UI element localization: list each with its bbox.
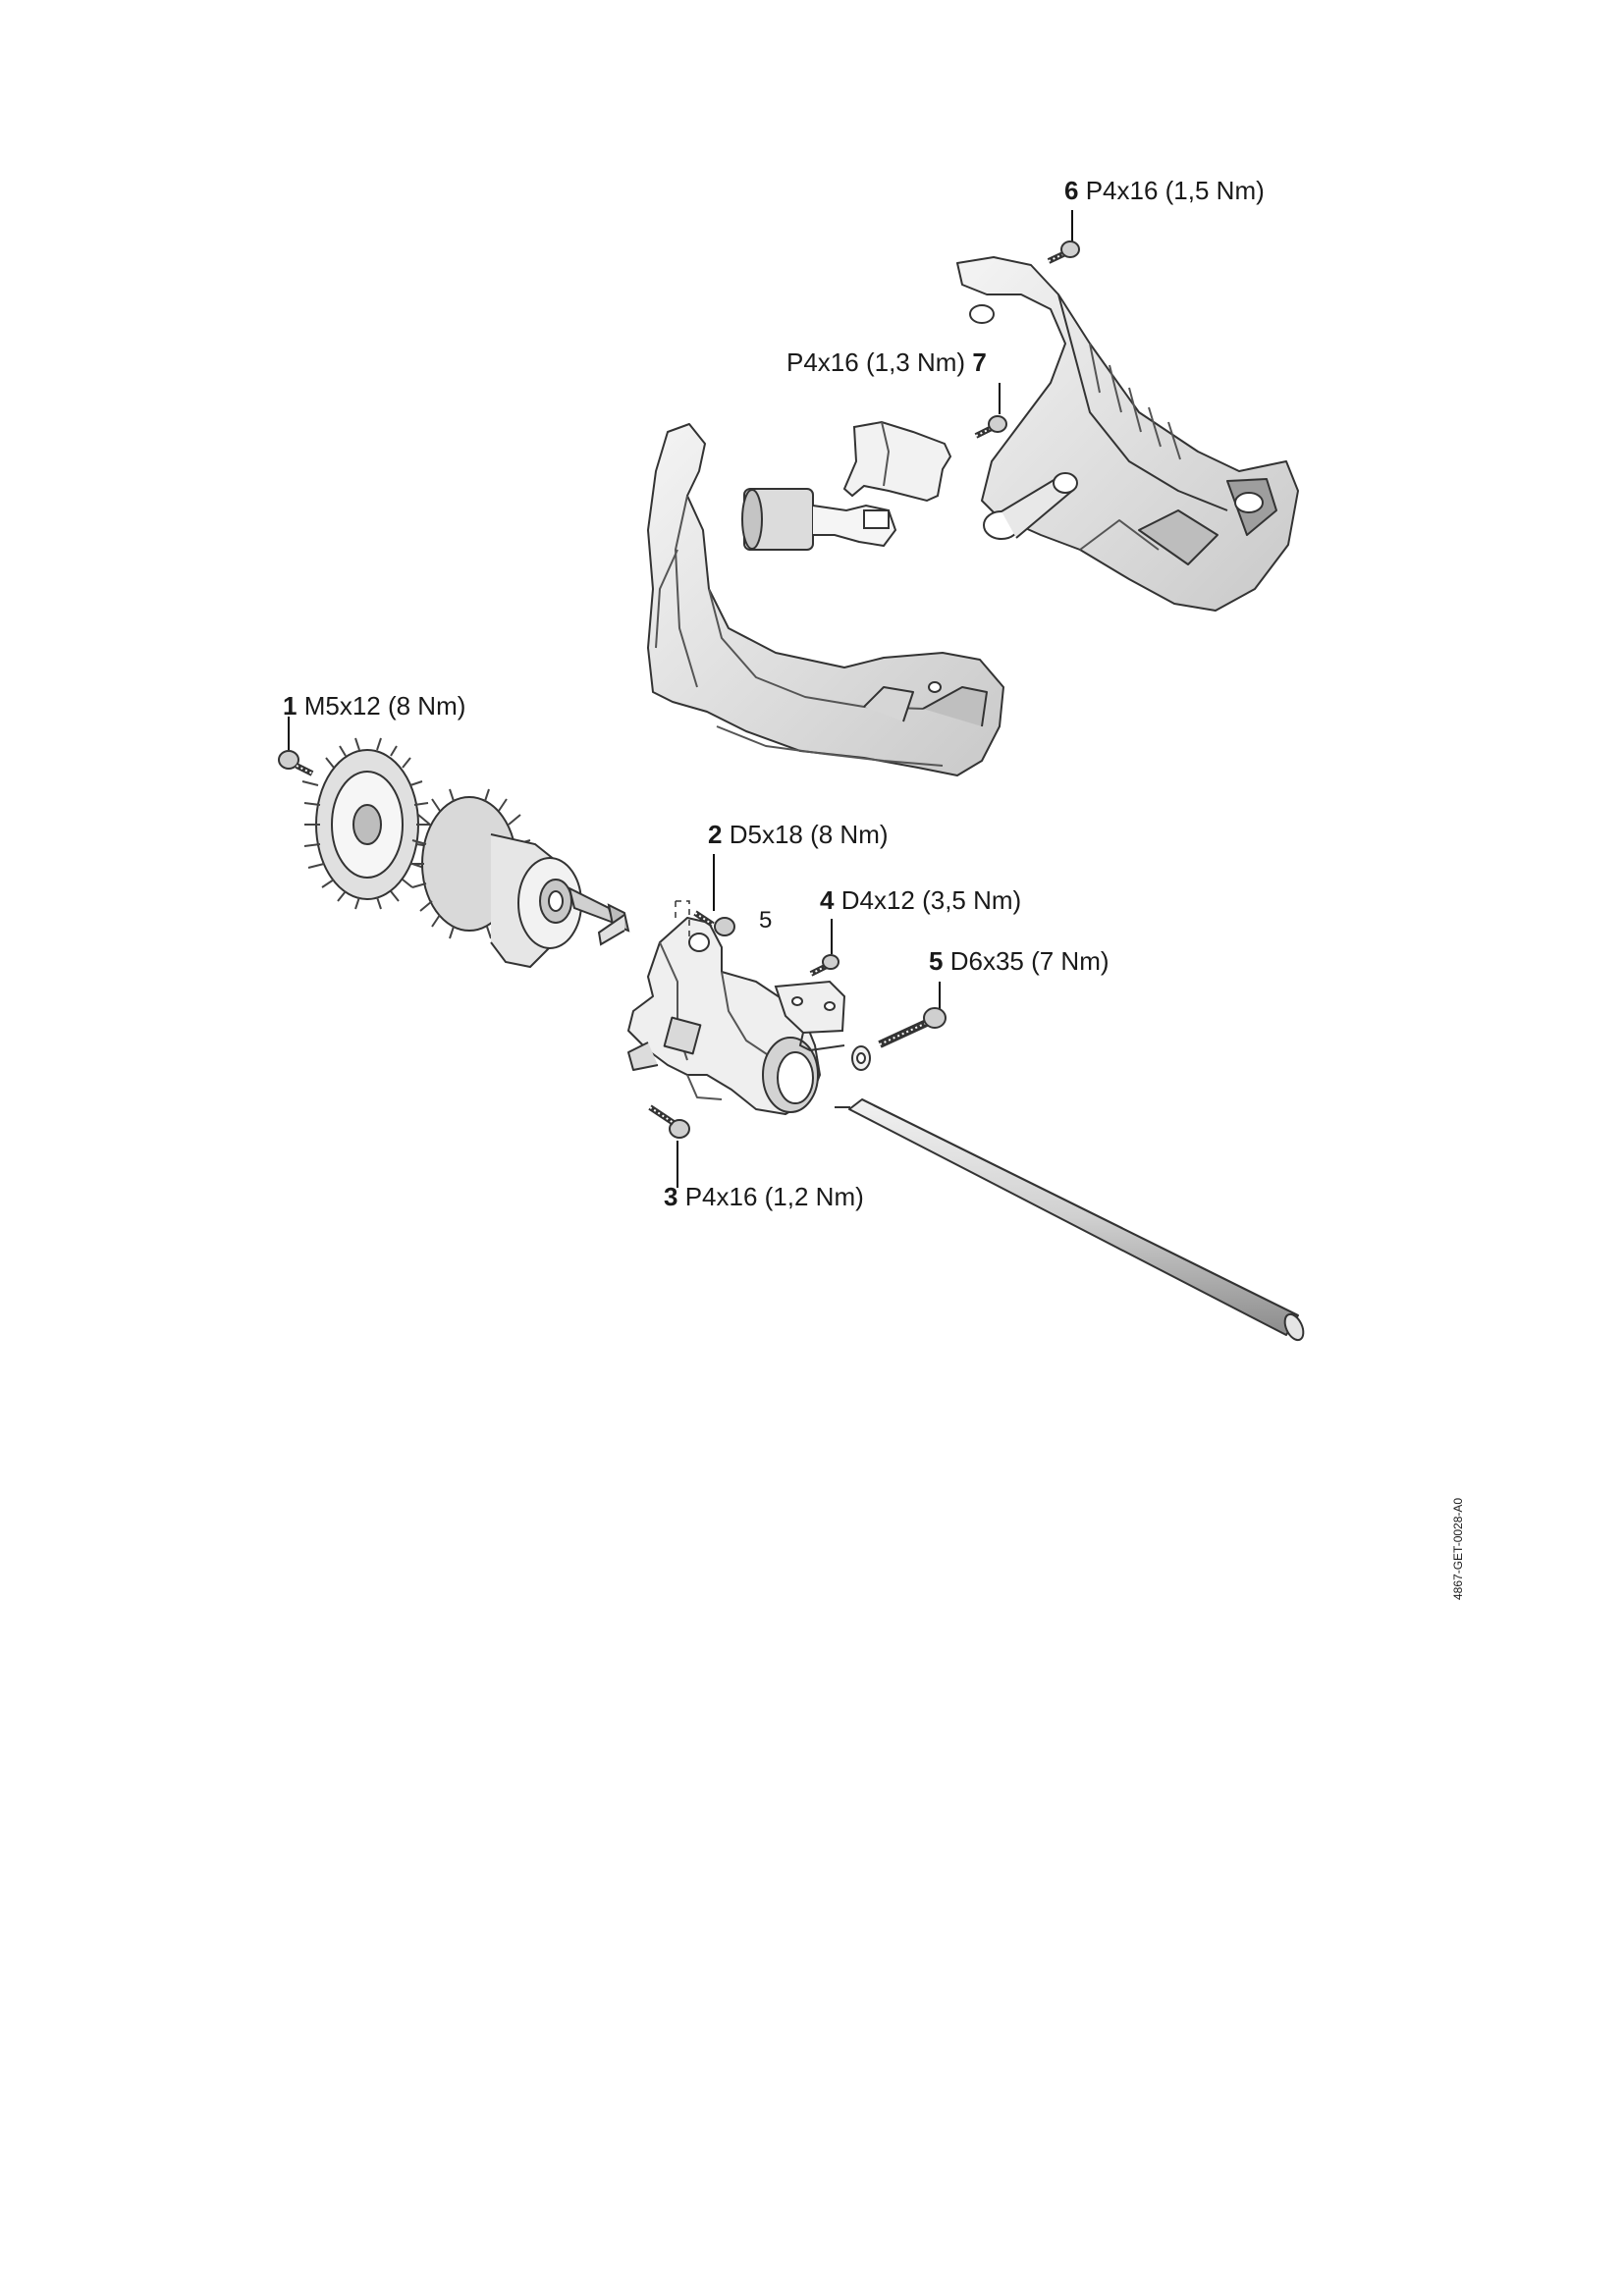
fan-wheel: [301, 737, 431, 910]
dashed-leader: [675, 900, 690, 942]
callout-spec: D5x18 (8 Nm): [729, 820, 889, 849]
screw-3: [648, 1104, 690, 1188]
screw-1: [278, 717, 314, 776]
callout-2: 2 D5x18 (8 Nm): [708, 820, 889, 849]
drawing-code-text: 4867-GET-0028-A0: [1451, 1497, 1465, 1600]
callout-spec: P4x16 (1,5 Nm): [1085, 176, 1265, 205]
mounting-bracket: [774, 980, 846, 1052]
callout-spec: M5x12 (8 Nm): [303, 691, 466, 721]
screw-2: [693, 854, 735, 936]
washer: [851, 1045, 871, 1071]
callout-spec: P4x16 (1,2 Nm): [684, 1182, 864, 1211]
callout-7: P4x16 (1,3 Nm) 7: [786, 347, 987, 377]
drive-shaft: [568, 886, 630, 946]
callout-5: 5 D6x35 (7 Nm): [929, 946, 1110, 976]
callout-spec: P4x16 (1,3 Nm): [786, 347, 966, 377]
screw-7: [974, 383, 1007, 439]
callout-1: 1 M5x12 (8 Nm): [283, 691, 465, 721]
screw-6: [1047, 210, 1080, 264]
callout-spec: D4x12 (3,5 Nm): [840, 885, 1022, 915]
left-handle-housing: [647, 423, 1004, 776]
callout-number: 2: [708, 820, 723, 849]
callout-spec: D6x35 (7 Nm): [949, 946, 1110, 976]
gear-housing: [627, 917, 821, 1115]
callout-number: 3: [664, 1182, 678, 1211]
inline-reference-number: 5: [759, 907, 773, 934]
callout-number: 4: [820, 885, 835, 915]
callout-6: 6 P4x16 (1,5 Nm): [1064, 176, 1265, 205]
callout-number: 7: [972, 347, 987, 377]
callout-number: 1: [283, 691, 298, 721]
callout-3: 3 P4x16 (1,2 Nm): [664, 1182, 864, 1211]
trigger-cover: [842, 420, 952, 503]
drive-tube: [835, 1098, 1305, 1342]
callout-number: 6: [1064, 176, 1079, 205]
screw-4: [809, 919, 839, 977]
callout-4: 4 D4x12 (3,5 Nm): [820, 885, 1021, 915]
right-handle-housing: [956, 256, 1299, 612]
clutch-assembly: [410, 788, 582, 969]
callout-number: 5: [929, 946, 944, 976]
switch-connector: [741, 488, 897, 551]
screw-5: [878, 982, 947, 1048]
drawing-code: 4867-GET-0028-A0: [1451, 1497, 1490, 1600]
